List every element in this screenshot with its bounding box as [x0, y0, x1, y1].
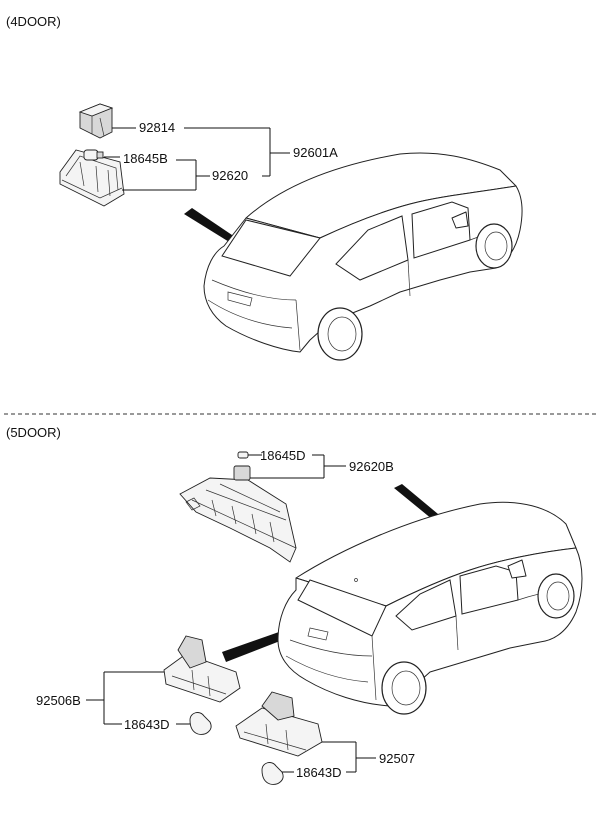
bulb-18643D-a [189, 712, 212, 735]
label-18645B: 18645B [123, 151, 168, 166]
leader-lines-5door-top [250, 454, 346, 479]
label-18643D-b: 18643D [296, 765, 342, 780]
bulb-18645B [83, 149, 104, 161]
leader-lines-lamps [86, 671, 376, 773]
bulb-18645D [237, 451, 258, 459]
lens-cover-part [78, 103, 114, 139]
section-label-5door: (5DOOR) [6, 425, 61, 440]
label-92620B: 92620B [349, 459, 394, 474]
label-92814: 92814 [139, 120, 175, 135]
label-92506B: 92506B [36, 693, 81, 708]
label-92601A: 92601A [293, 145, 338, 160]
car-5door-illustration [277, 501, 583, 715]
license-lamp-92506B-part [163, 635, 241, 703]
car-4door-illustration [203, 152, 523, 361]
bulb-18643D-b [261, 762, 284, 785]
lamp-92620B-part [233, 465, 251, 481]
leader-lines-top [104, 127, 290, 191]
label-18645D: 18645D [260, 448, 306, 463]
section-label-4door: (4DOOR) [6, 14, 61, 29]
license-lamp-92507-part [235, 691, 323, 757]
label-18643D-a: 18643D [124, 717, 170, 732]
label-92507: 92507 [379, 751, 415, 766]
overhead-console-part [179, 477, 297, 563]
lamp-housing-part [59, 149, 125, 207]
label-92620: 92620 [212, 168, 248, 183]
